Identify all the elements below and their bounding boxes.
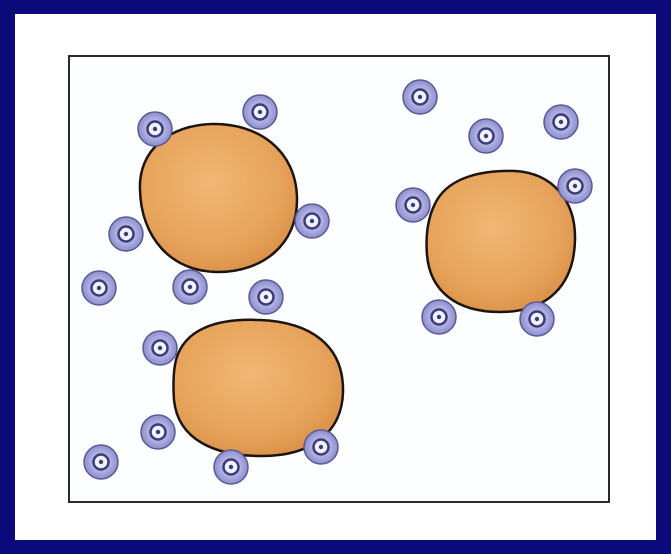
particle-center (418, 95, 422, 99)
particle (173, 270, 207, 304)
particle-center (153, 127, 157, 131)
particle-center (188, 285, 192, 289)
droplet-right (427, 171, 575, 312)
particle-center (229, 465, 233, 469)
particle-center (573, 184, 577, 188)
particle (138, 112, 172, 146)
particle (403, 80, 437, 114)
particle-center (156, 430, 160, 434)
particle (84, 445, 118, 479)
particle (396, 188, 430, 222)
particle-center (437, 315, 441, 319)
particle-center (310, 219, 314, 223)
particle-center (258, 110, 262, 114)
particle-center (535, 317, 539, 321)
particle-center (264, 295, 268, 299)
particle (422, 300, 456, 334)
particle-center (99, 460, 103, 464)
particle (520, 302, 554, 336)
particle (304, 430, 338, 464)
particle-center (411, 203, 415, 207)
particle-center (97, 286, 101, 290)
particle (143, 331, 177, 365)
particle-center (319, 445, 323, 449)
particle-center (559, 120, 563, 124)
particle-center (124, 232, 128, 236)
particle (544, 105, 578, 139)
particle (558, 169, 592, 203)
particle (249, 280, 283, 314)
particle (469, 119, 503, 153)
particle-center (158, 346, 162, 350)
particle (214, 450, 248, 484)
droplet-top-left (140, 124, 297, 272)
particle (141, 415, 175, 449)
particle-center (484, 134, 488, 138)
particle (243, 95, 277, 129)
particle (82, 271, 116, 305)
particle (295, 204, 329, 238)
particle (109, 217, 143, 251)
